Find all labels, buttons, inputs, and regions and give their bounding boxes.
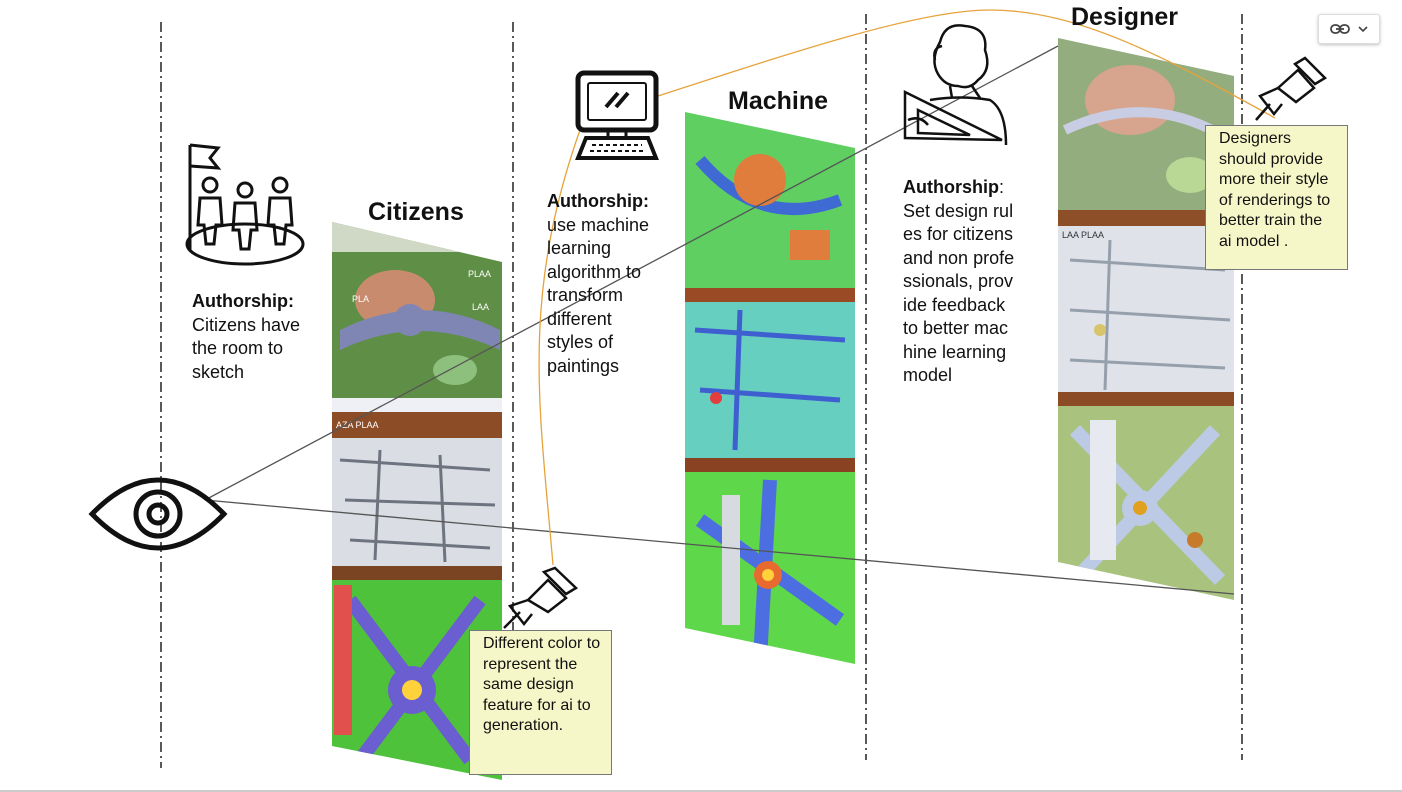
eye-icon bbox=[88, 477, 228, 551]
citizens-sketch-panel bbox=[332, 222, 502, 780]
designer-with-triangle-ruler-icon bbox=[903, 24, 1008, 146]
pushpin-icon bbox=[1255, 56, 1328, 121]
map-label: AZA PLAA bbox=[336, 420, 379, 430]
connector-curve bbox=[657, 9, 1276, 119]
sight-line bbox=[204, 45, 1059, 501]
map-label: LAA PLAA bbox=[1062, 230, 1104, 240]
designer-rendering-panel bbox=[1058, 38, 1234, 600]
people-with-flag-icon bbox=[185, 143, 305, 266]
map-label: PLAA bbox=[468, 269, 491, 279]
pushpin-icon bbox=[503, 566, 579, 629]
sight-line bbox=[204, 499, 1235, 595]
map-label: PLA bbox=[352, 294, 369, 304]
machine-output-panel bbox=[685, 112, 855, 664]
computer-icon bbox=[575, 70, 659, 160]
connector-curve bbox=[538, 129, 581, 566]
map-label: LAA bbox=[472, 302, 489, 312]
